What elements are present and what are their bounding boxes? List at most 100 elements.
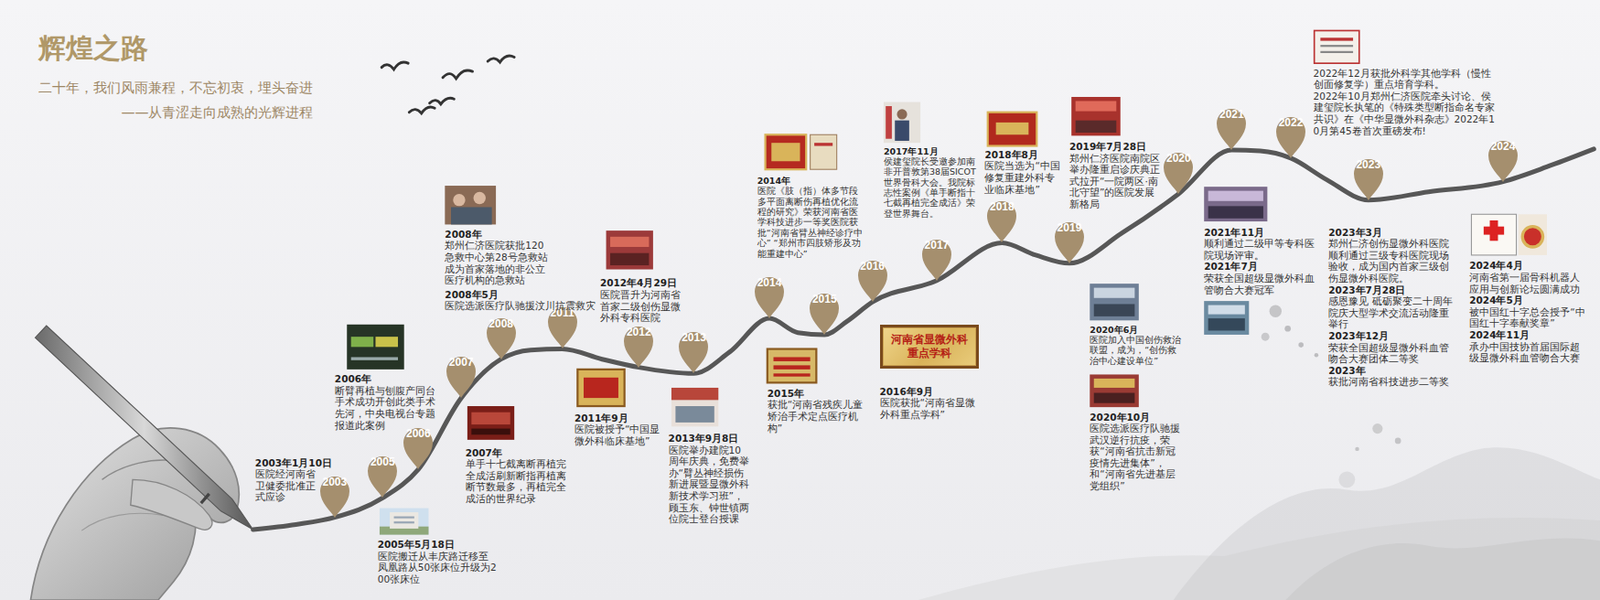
pin-outline	[858, 260, 888, 302]
pin-outline	[320, 476, 350, 518]
year-pin: 2005	[366, 455, 398, 498]
event-block: 2007年单手十七截离断再植完全成活刷新断指再植离断节数最多，再植完全成活的世界…	[465, 447, 569, 505]
event-date: 2006年	[334, 373, 438, 386]
event-block: 2018年8月医院当选为“中国修复重建外科专业临床基地”	[984, 149, 1064, 195]
event-text: 荣获全国超级显微外科血管吻合大赛团体二等奖	[1328, 342, 1460, 366]
ink-mountain	[1285, 538, 1600, 600]
hand-crease	[81, 513, 163, 531]
event-block: 2020年10月医院选派医疗队驰援武汉逆行抗疫，荣获“河南省抗击新冠疫情先进集体…	[1089, 411, 1184, 493]
pen-ring	[201, 493, 210, 504]
year-text: 2017	[921, 238, 953, 270]
photo-2008	[444, 185, 496, 225]
event-date: 2003年1月10日	[255, 457, 319, 470]
event-block: 2006年断臂再植与刨腹产同台手术成功开创此类手术先河，中央电视台专题报道此案例	[334, 373, 438, 431]
event-text: 郑州仁济医院南院区举办隆重启诊庆典正式拉开“一院两区·南北守望”的医院发展新格局	[1069, 152, 1161, 211]
pin-outline	[403, 428, 433, 470]
event-date: 2019年7月28日	[1069, 140, 1161, 153]
event-text: 医院经河南省卫健委批准正式应诊	[255, 468, 319, 504]
photo-2021	[1203, 186, 1268, 222]
year-text: 2013	[677, 331, 709, 363]
year-pin: 2024	[1487, 139, 1519, 183]
year-text: 2016	[857, 259, 889, 291]
year-pin: 2012	[622, 325, 655, 368]
photo-2024	[1471, 214, 1547, 256]
year-text: 2019	[1053, 221, 1085, 253]
year-text: 2003	[319, 475, 351, 507]
event-text: 河南省第一届骨科机器人应用与创新论坛圆满成功	[1469, 271, 1587, 295]
event-text: 医院加入中国创伤救治联盟，成为，“创伤救治中心建设单位”	[1089, 334, 1184, 366]
hand-crease	[102, 460, 180, 480]
event-text: 医院被授予“中国显微外科临床基地”	[574, 423, 663, 447]
event-text: 医院获批“河南省显微外科重点学科”	[880, 397, 978, 420]
photo-2018	[987, 112, 1038, 147]
event-date: 2008年	[444, 228, 552, 241]
event-block: 2016年9月医院获批“河南省显微外科重点学科”	[880, 386, 978, 421]
ink-mountain	[1173, 447, 1600, 600]
event-block: 2014年医院《肢（指）体多节段多平面离断伤再植优化流程的研究》荣获河南省医学科…	[757, 175, 864, 259]
event-text: 获批“河南省残疾儿童矫治手术定点医疗机构”	[767, 398, 870, 434]
pin-outline	[922, 239, 952, 281]
year-pin: 2007	[445, 355, 477, 398]
event-text: 感恩豫见 砥砺聚变二十周年院庆大型学术交流活动隆重举行	[1328, 295, 1460, 331]
year-text: 2022	[1275, 116, 1307, 148]
photo-2014	[765, 134, 838, 170]
year-pin: 2013	[677, 331, 709, 374]
photo-2020	[1089, 374, 1139, 408]
event-text: 医院当选为“中国修复重建外科专业临床基地”	[984, 160, 1064, 195]
event-date: 2023年12月	[1328, 330, 1460, 343]
year-pin: 2003	[319, 475, 351, 518]
event-date: 2014年	[757, 175, 864, 186]
event-text: 医院举办建院10周年庆典，免费举办“臂丛神经损伤新进展暨显微外科新技术学习班”，…	[668, 444, 751, 526]
event-date: 2015年	[767, 387, 870, 400]
event-text: 侯建玺院长受邀参加南非开普敦第38届SICOT世界骨科大会。我院标志性案例《单手…	[883, 156, 982, 219]
event-date: 2011年9月	[574, 412, 663, 425]
plaque-text: 河南省显微外科 重点学科	[887, 332, 972, 361]
event-date: 2005年5月18日	[377, 538, 499, 551]
year-text: 2005	[366, 455, 398, 487]
event-date: 2007年	[465, 447, 569, 460]
event-text: 承办中国技协首届国际超级显微外科血管吻合大赛	[1469, 341, 1587, 365]
photo-2013	[671, 387, 719, 427]
photo-2007	[467, 406, 515, 441]
pin-outline	[623, 326, 654, 368]
year-text: 2014	[753, 276, 785, 308]
event-date: 2013年9月8日	[668, 432, 751, 445]
year-text: 2007	[445, 355, 477, 387]
year-pin: 2023	[1353, 158, 1385, 201]
year-text: 2006	[402, 427, 434, 459]
year-text: 2011	[547, 306, 579, 338]
pin-outline	[1054, 222, 1085, 264]
page-title: 辉煌之路	[38, 30, 149, 68]
event-date: 2012年4月29日	[600, 277, 688, 290]
year-text: 2021	[1215, 107, 1247, 140]
event-text: 单手十七截离断再植完全成活刷新断指再植离断节数最多，再植完全成活的世界纪录	[465, 458, 569, 505]
event-date: 2018年8月	[984, 149, 1064, 162]
timeline-curve	[253, 149, 1595, 530]
photo-2017	[883, 102, 921, 144]
award-plaque: 河南省显微外科 重点学科	[880, 324, 979, 369]
photo-2012	[606, 230, 654, 269]
event-block: 2020年6月医院加入中国创伤救治联盟，成为，“创伤救治中心建设单位”	[1089, 324, 1184, 367]
photo-2022	[1314, 30, 1360, 64]
event-text: 医院晋升为河南省首家二级创伤显微外科专科医院	[600, 289, 688, 324]
year-text: 2012	[622, 325, 655, 357]
year-pin: 2021	[1215, 107, 1247, 151]
event-block: 2011年9月医院被授予“中国显微外科临床基地”	[574, 412, 663, 448]
event-date: 2021年7月	[1203, 260, 1321, 273]
event-text: 获批河南省科技进步二等奖	[1328, 375, 1460, 388]
subtitle: ——从青涩走向成熟的光辉进程	[120, 104, 313, 122]
photo-2005	[379, 508, 430, 536]
event-date: 2020年6月	[1089, 324, 1184, 335]
event-text: 断臂再植与刨腹产同台手术成功开创此类手术先河，中央电视台专题报道此案例	[334, 385, 438, 431]
pin-outline	[486, 318, 516, 360]
event-date: 2024年11月	[1469, 329, 1587, 342]
event-text: 医院搬迁从丰庆路迁移至凤凰路从50张床位升级为200张床位	[377, 550, 499, 586]
year-pin: 2020	[1162, 151, 1194, 194]
pin-outline	[987, 201, 1017, 243]
pin-outline	[446, 356, 476, 398]
photo-2015	[767, 349, 817, 384]
event-text: 被中国红十字总会授予“中国红十字奉献奖章”	[1469, 306, 1587, 330]
year-pin: 2011	[547, 306, 579, 349]
event-date: 2023年	[1328, 365, 1460, 377]
